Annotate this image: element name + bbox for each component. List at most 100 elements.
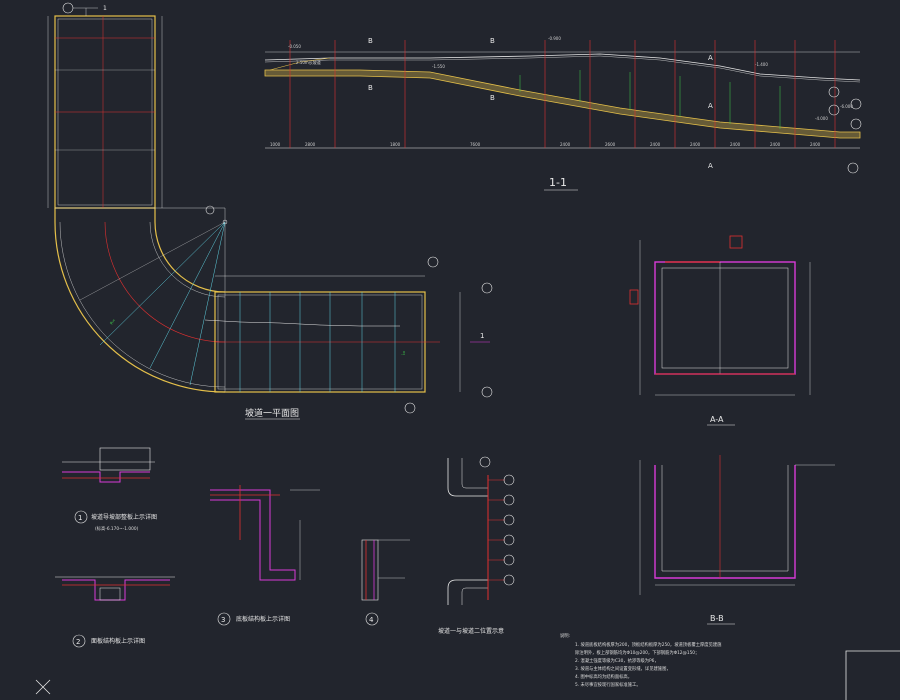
detail-2-view: 2 面板结构板上示详图	[55, 576, 175, 648]
section-a-a-view: A-A	[629, 235, 811, 426]
plan-level-line	[204, 319, 400, 327]
grid-bubble	[503, 474, 515, 486]
svg-text:2400: 2400	[730, 142, 741, 147]
d4-wall	[361, 539, 379, 601]
svg-text:1800: 1800	[390, 142, 401, 147]
grid-bubble	[828, 104, 840, 116]
detail-3-view: 3 底板结构板上示详图	[210, 485, 320, 626]
notes-line: 5. 未尽事宜按现行国家标准施工。	[575, 681, 641, 688]
detail3-title: 底板结构板上示详图	[236, 615, 290, 623]
detail-number-bubble	[365, 612, 379, 626]
detail5-title: 坡道一与坡道二位置示意	[438, 627, 504, 635]
section-red-verticals	[289, 40, 836, 148]
grid-bubble	[503, 494, 515, 506]
detail-number-bubble	[217, 612, 231, 626]
d3-rebar	[210, 489, 296, 581]
general-notes: 说明: 1. 坡道底板结构板厚为200，顶板结构板厚为250，坡道顶板覆土厚度见…	[560, 632, 722, 688]
detail1-title: 坡道导坡部整板上示详图	[91, 513, 157, 521]
title-block-corner	[845, 650, 900, 700]
section-roof-line	[264, 53, 861, 81]
section-curve	[269, 57, 331, 71]
curve-centre-mark	[222, 219, 228, 225]
detail-1-view: 1 坡道导坡部整板上示详图 (标高-6.170~-1.000)	[62, 447, 157, 532]
level-label: -0.050	[288, 44, 301, 49]
plan-radial-line	[99, 221, 226, 346]
svg-text:1000: 1000	[270, 142, 281, 147]
grid-bubble	[847, 162, 859, 174]
cut-mark-b: B	[368, 84, 373, 92]
cut-mark-b: B	[490, 37, 495, 45]
plan-radial-line	[149, 221, 226, 369]
grid-bubble	[503, 554, 515, 566]
level-label: -1.550	[432, 64, 445, 69]
grid-bubble	[503, 514, 515, 526]
d5-ticks	[488, 479, 505, 581]
level-label: -0.900	[548, 36, 561, 41]
detail-number-bubble	[72, 634, 86, 648]
cut-mark-a: A	[708, 102, 713, 110]
section-roof-line	[264, 55, 861, 83]
section-b-b-view: B-B	[639, 455, 835, 625]
plan-title: 坡道一平面图	[245, 407, 299, 419]
d1-block	[99, 447, 151, 471]
grid-bubble	[479, 456, 491, 468]
plan-green-note: i=	[401, 351, 406, 355]
svg-text:2400: 2400	[770, 142, 781, 147]
section-bb-title: B-B	[710, 614, 724, 623]
grid-bubble	[828, 86, 840, 98]
svg-text:2400: 2400	[650, 142, 661, 147]
aa-outline	[654, 261, 796, 375]
cut-mark-b: B	[490, 94, 495, 102]
notes-heading: 说明:	[560, 632, 570, 639]
svg-text:7600: 7600	[470, 142, 481, 147]
detail1-subtitle: (标高-6.170~-1.000)	[95, 525, 139, 532]
cut-mark-b: B	[368, 37, 373, 45]
grid-bubble	[503, 534, 515, 546]
grid-bubble	[850, 118, 862, 130]
aa-bracket	[629, 289, 639, 305]
section-bottom-dims: 1000 2800 1800 7600 2400 2600 2400 2400 …	[270, 142, 821, 147]
grid-bubble	[503, 574, 515, 586]
section-mark-right: 1	[480, 332, 484, 340]
d2-block	[99, 587, 121, 601]
notes-line: 除注明外，板上部钢筋均为Φ10@200，下部钢筋为Φ12@150；	[575, 649, 699, 656]
section-mark-top: 1	[103, 5, 107, 12]
grid-bubble	[404, 402, 416, 414]
plan-green-note: R=	[109, 318, 117, 326]
section-1-1-view: B B B B A A A -0.050 -1.550 -0.900 -1.40…	[264, 36, 862, 191]
grid-bubble	[62, 2, 74, 14]
d5-path	[461, 587, 488, 605]
plan-curve-inner	[154, 208, 226, 293]
notes-line: 3. 坡道与主体结构之间设置变形缝，详见建施图，	[575, 665, 671, 672]
plan-radial-line	[189, 221, 226, 386]
detail2-title: 面板结构板上示详图	[91, 637, 145, 645]
section-aa-title: A-A	[710, 415, 724, 424]
level-label: -4.000	[815, 116, 828, 121]
grid-bubble	[427, 256, 439, 268]
bb-outline	[654, 465, 796, 579]
detail-number: 2	[76, 638, 80, 646]
d5-path	[447, 458, 489, 605]
detail-4-view: 4	[361, 539, 410, 626]
section-note: 2.50m长坡道	[296, 59, 321, 65]
notes-line: 2. 混凝土强度等级为C30，抗渗等级为P6，	[575, 657, 659, 664]
ramp-plan-view: 1 R= i= 1 坡道一平面	[47, 2, 493, 420]
cut-mark-a: A	[708, 162, 713, 170]
svg-text:2600: 2600	[605, 142, 616, 147]
svg-text:2400: 2400	[810, 142, 821, 147]
bb-inner	[661, 465, 789, 572]
detail-5-view: 坡道一与坡道二位置示意	[438, 456, 515, 635]
notes-line: 4. 图中标高均为结构面标高，	[575, 673, 632, 680]
aa-inner	[661, 267, 789, 369]
level-label: -6.000	[840, 104, 853, 109]
section-1-1-title: 1-1	[549, 176, 567, 189]
section-green-marks	[519, 70, 781, 129]
aa-bracket	[729, 235, 743, 249]
svg-text:2400: 2400	[560, 142, 571, 147]
detail-number-bubble	[74, 510, 88, 524]
d5-path	[461, 458, 488, 489]
detail-number: 1	[78, 514, 82, 522]
plan-curve-line	[59, 221, 226, 388]
detail-number: 3	[221, 616, 225, 624]
